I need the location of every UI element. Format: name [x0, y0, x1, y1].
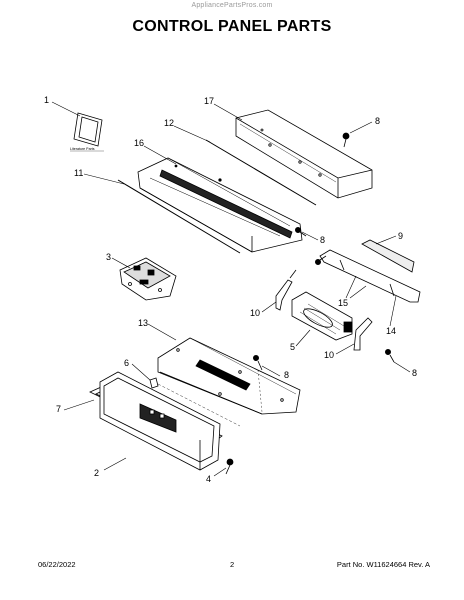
part-bracket-assembly	[314, 239, 421, 303]
callout-6: 6	[124, 358, 129, 368]
callout-8-lower-right: 8	[412, 368, 417, 378]
callout-7: 7	[56, 404, 61, 414]
part-screw-lower-right	[384, 348, 395, 363]
literature-label: Literature Parts	[70, 147, 95, 151]
callout-16: 16	[134, 138, 144, 148]
callout-10-lower: 10	[324, 350, 334, 360]
callout-14: 14	[386, 326, 396, 336]
part-screw-top	[342, 132, 350, 148]
callout-8-center: 8	[284, 370, 289, 380]
callout-4: 4	[206, 474, 211, 484]
literature-parts: Literature Parts	[70, 112, 104, 152]
footer-part-number: Part No. W11624664 Rev. A	[336, 560, 430, 569]
footer-date: 06/22/2022	[38, 560, 76, 569]
part-rod-12	[205, 139, 317, 206]
part-control-console	[99, 371, 221, 471]
leader-lines	[51, 101, 411, 477]
part-top-cover	[235, 109, 373, 199]
part-screw-mid	[294, 226, 307, 237]
part-screw-bottom	[225, 458, 234, 475]
part-clip-6	[149, 377, 241, 427]
callout-5: 5	[290, 342, 295, 352]
callout-12: 12	[164, 118, 174, 128]
part-harness-upper	[275, 269, 297, 311]
part-harness-lower	[353, 317, 373, 351]
part-cooling-fan	[291, 291, 353, 341]
callout-13: 13	[138, 318, 148, 328]
callout-8-mid: 8	[320, 235, 325, 245]
callout-9: 9	[398, 231, 403, 241]
part-rod-11	[117, 179, 241, 254]
part-control-module	[119, 257, 177, 301]
callout-11: 11	[74, 168, 83, 178]
callout-3: 3	[106, 252, 111, 262]
part-screw-center	[252, 354, 263, 371]
callout-10-upper: 10	[250, 308, 260, 318]
callout-labels: 1 17 8 12 16 11 8 9 3 15 10 14 13 5 10 8…	[44, 95, 417, 484]
page-title: CONTROL PANEL PARTS	[132, 18, 332, 35]
callout-8-top: 8	[375, 116, 380, 126]
footer-page-number: 2	[230, 560, 235, 569]
callout-17: 17	[204, 96, 214, 106]
part-control-board	[157, 337, 301, 415]
watermark: AppliancePartsPros.com	[191, 2, 273, 9]
callout-2: 2	[94, 468, 99, 478]
part-control-housing	[137, 157, 303, 253]
callout-15: 15	[338, 298, 348, 308]
callout-1: 1	[44, 95, 49, 105]
